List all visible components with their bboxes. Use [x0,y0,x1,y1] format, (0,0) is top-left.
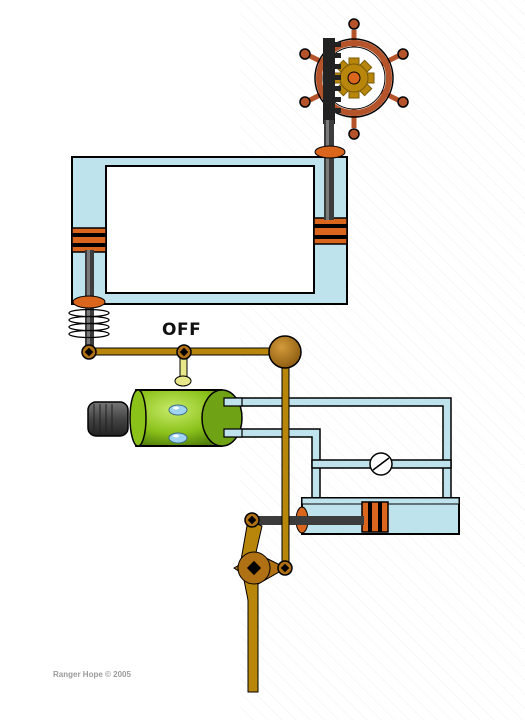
control-valve-icon [87,389,243,447]
floating-ball-joint [268,335,302,369]
right-piston-rod [314,120,346,220]
gear-icon [333,57,375,99]
hunting-cylinder-icon [295,497,460,535]
valve-state-label: OFF [162,320,202,340]
steering-ram-cylinder-icon [71,156,348,305]
valve-stem-link [174,354,192,387]
left-piston-rod [72,250,106,350]
hunting-piston-rod [252,516,364,525]
return-spring-icon [68,308,110,339]
rudder-crank [233,551,288,585]
rack-bar [323,38,341,124]
copyright-credit: Ranger Hope © 2005 [53,670,131,679]
relief-valve-icon [369,452,393,476]
